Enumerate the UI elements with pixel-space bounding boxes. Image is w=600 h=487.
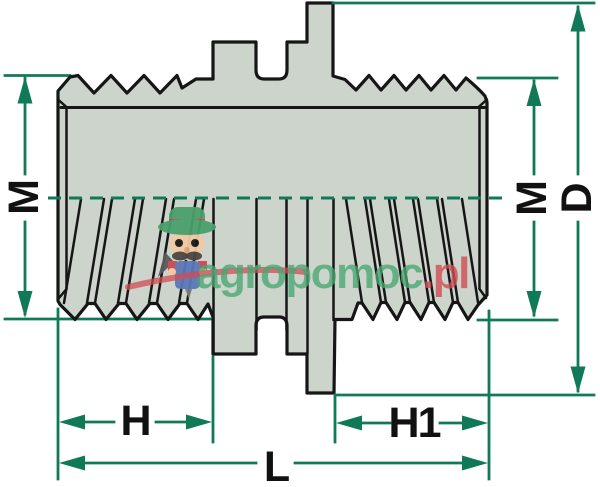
arrow-up xyxy=(526,79,542,106)
flank-line xyxy=(435,197,455,304)
dimension-h1: H1 xyxy=(333,309,491,481)
mascot-shoulder xyxy=(198,261,207,272)
scythe-blade xyxy=(158,252,174,277)
flank-line xyxy=(460,197,480,304)
watermark-text-red: .pl xyxy=(422,249,469,298)
flank-line xyxy=(147,197,168,305)
arrow-up xyxy=(17,76,33,104)
mascot-eye xyxy=(191,239,199,247)
dimension-d: D xyxy=(331,1,600,397)
arrow-down xyxy=(526,291,542,318)
flank-line xyxy=(416,197,436,304)
label-thread-right: M xyxy=(508,180,556,216)
flank-line xyxy=(392,197,412,304)
farmer-mascot-icon xyxy=(158,207,216,299)
dimension-l: L xyxy=(59,443,488,487)
thread-flank-lines-right xyxy=(344,197,480,304)
flank-line xyxy=(387,197,407,304)
inner-edge-right xyxy=(478,106,488,300)
mascot-shoulder xyxy=(168,261,177,272)
arrow-left xyxy=(59,414,85,430)
flank-line xyxy=(85,197,106,305)
flank-line xyxy=(62,197,83,305)
watermark-text-green: agropomoc xyxy=(196,249,423,298)
flank-line xyxy=(363,197,383,304)
arrow-left xyxy=(336,415,362,431)
flank-line xyxy=(93,197,114,305)
mascot-hand xyxy=(168,268,176,276)
flank-line xyxy=(344,197,364,304)
mascot-mustache xyxy=(186,251,202,261)
arrow-down xyxy=(17,291,33,318)
arrow-right xyxy=(462,415,488,431)
flank-line xyxy=(368,197,388,304)
dimension-m-right: M xyxy=(508,79,556,318)
arrow-up xyxy=(570,4,586,32)
watermark: agropomoc.pl xyxy=(125,207,470,299)
label-thread-left: M xyxy=(0,179,48,215)
chamfer-top-right xyxy=(476,98,489,109)
mascot-boot xyxy=(185,289,192,299)
flank-line xyxy=(440,197,460,304)
mascot-mustache xyxy=(172,251,188,261)
mascot-nose xyxy=(184,247,190,253)
watermark-swoosh xyxy=(125,266,309,290)
arrow-down xyxy=(570,366,586,394)
mascot-eye xyxy=(175,239,183,247)
flank-line xyxy=(411,197,431,304)
chamfer-top-left xyxy=(56,98,69,109)
label-right-thread-length: H1 xyxy=(389,399,441,447)
label-total-length: L xyxy=(264,443,290,487)
dimension-m-left: M xyxy=(0,76,48,318)
flank-line xyxy=(116,197,137,305)
watermark-text: agropomoc.pl xyxy=(196,249,469,298)
mascot-hat-brim xyxy=(158,219,216,235)
label-outer-diameter: D xyxy=(553,182,600,213)
label-left-thread-length: H xyxy=(120,397,151,445)
arrow-right xyxy=(462,455,488,471)
dimension-h: H xyxy=(56,307,215,481)
arrow-left xyxy=(59,455,85,471)
arrow-right xyxy=(186,414,212,430)
